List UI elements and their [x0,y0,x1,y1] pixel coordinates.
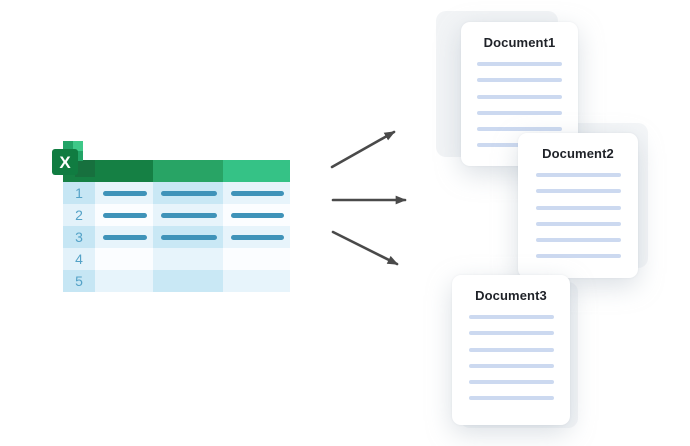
document-text-line [468,396,554,401]
row-number-cell: 4 [63,248,95,270]
sheet-row-3: 3 [63,226,290,248]
document-text-line [468,347,554,352]
document-text-line [477,94,562,99]
cell-content-dash [103,190,147,196]
document2-title: Document2 [542,146,614,161]
sheet-cell [223,204,290,226]
document1-title: Document1 [483,35,556,50]
sheet-cell [153,248,223,270]
row-number-cell: 1 [63,182,95,204]
cell-content-dash [231,190,284,196]
cell-content-dash [231,212,284,218]
document2-text-lines [535,173,621,259]
arrow-to-document1 [330,130,396,169]
sheet-cell [223,270,290,292]
excel-x-icon: X [52,149,78,175]
sheet-cell [95,226,153,248]
row-number-cell: 5 [63,270,95,292]
sheet-cell [153,270,223,292]
document-text-line [477,110,562,115]
header-segment-medium [153,160,223,183]
document-text-line [535,221,621,226]
split-arrows [330,130,407,266]
sheet-cell [223,182,290,204]
document-text-line [468,363,554,368]
arrow-to-document3 [331,230,399,266]
cell-content-dash [103,212,147,218]
sheet-row-1: 1 [63,182,290,204]
cell-content-dash [161,212,217,218]
document-text-line [468,380,554,385]
sheet-cell [95,248,153,270]
cell-content-dash [161,234,217,240]
sheet-row-2: 2 [63,204,290,226]
sheet-cell [153,182,223,204]
document-text-line [535,189,621,194]
excel-logo-quad-bottom [75,160,95,177]
document-text-line [468,331,554,336]
document-text-line [535,205,621,210]
document3-title: Document3 [475,288,547,303]
document-text-line [477,78,562,83]
sheet-cell [95,182,153,204]
sheet-cell [95,270,153,292]
document3-text-lines [468,315,554,401]
cell-content-dash [161,190,217,196]
document-text-line [535,254,621,259]
cell-content-dash [103,234,147,240]
row-number-cell: 2 [63,204,95,226]
sheet-cell [153,204,223,226]
document-text-line [535,173,621,177]
sheet-row-5: 5 [63,270,290,292]
document-text-line [477,62,562,66]
sheet-cell [223,248,290,270]
document-text-line [477,127,562,132]
document-text-line [535,238,621,243]
cell-content-dash [231,234,284,240]
sheet-cell [95,204,153,226]
sheet-row-4: 4 [63,248,290,270]
sheet-cell [153,226,223,248]
row-number-cell: 3 [63,226,95,248]
sheet-cell [223,226,290,248]
header-segment-light [223,160,290,183]
excel-logo-quad-top-right [73,141,83,151]
document-card-2: Document2 [518,133,638,278]
spreadsheet-header-row [63,160,290,183]
document-card-3: Document3 [452,275,570,425]
document-text-line [468,315,554,319]
